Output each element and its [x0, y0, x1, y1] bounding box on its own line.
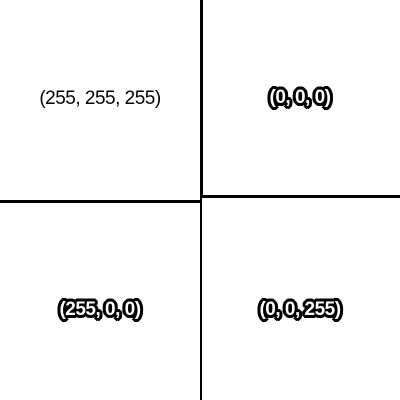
vertical-divider-top: [200, 0, 203, 198]
top-left-rgb-label: (255, 255, 255): [39, 88, 161, 109]
horizontal-divider-right: [201, 195, 400, 198]
vertical-divider-bottom: [200, 198, 202, 400]
top-right-rgb-label: (0, 0, 0): [269, 87, 331, 108]
bottom-left-rgb-label: (255, 0, 0): [59, 299, 141, 320]
horizontal-divider-left: [0, 200, 201, 203]
bottom-right-rgb-label: (0, 0, 255): [259, 299, 341, 320]
